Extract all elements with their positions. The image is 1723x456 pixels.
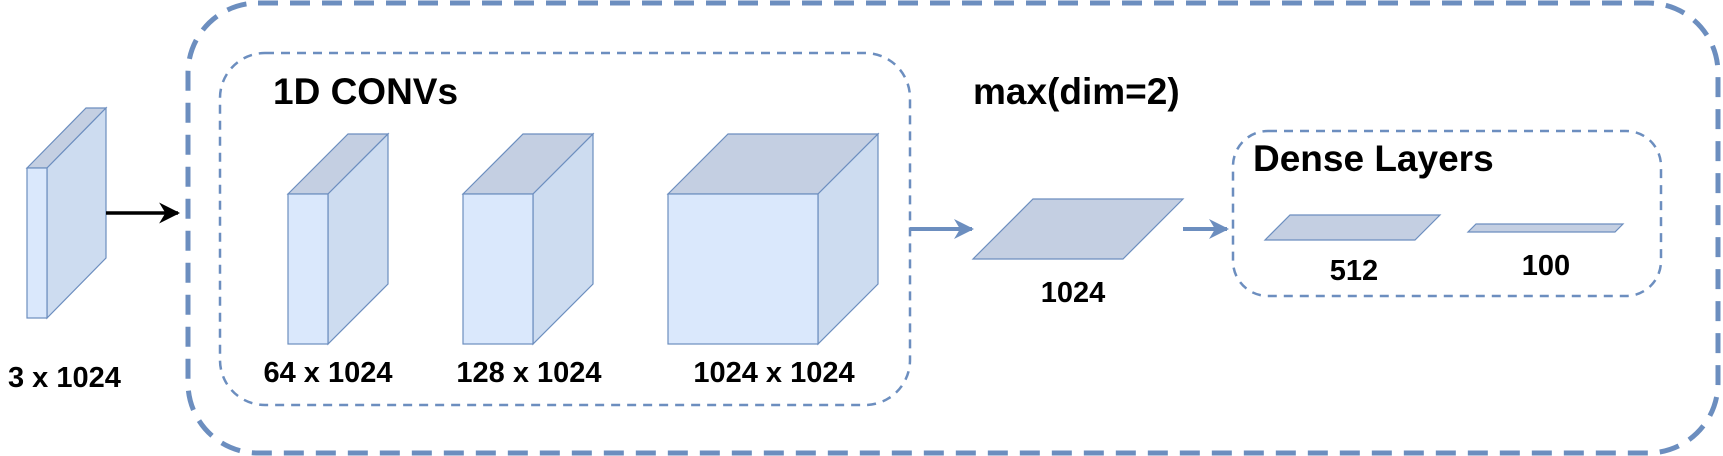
- input-block: [25, 106, 108, 320]
- conv-layer-128-block: [461, 132, 595, 346]
- maxpool-vector-block: [971, 198, 1185, 260]
- convs-title: 1D CONVs: [273, 71, 458, 112]
- dense-title: Dense Layers: [1253, 138, 1494, 179]
- maxpool-title: max(dim=2): [973, 71, 1180, 112]
- dense-container: [1231, 129, 1663, 298]
- conv-layer-1024-block: [666, 132, 880, 346]
- conv-layer-1024-label: 1024 x 1024: [693, 357, 854, 389]
- dense-layer-512-block: [1263, 214, 1442, 241]
- conv-layer-128-label: 128 x 1024: [456, 357, 601, 389]
- dense-layer-512-label: 512: [1330, 255, 1378, 287]
- conv-layer-64-label: 64 x 1024: [263, 357, 392, 389]
- conv-layer-64-block: [286, 132, 390, 346]
- dense-layer-100-label: 100: [1522, 250, 1570, 282]
- dense-layer-100-block: [1466, 223, 1625, 233]
- input-label: 3 x 1024: [8, 362, 121, 394]
- maxpool-label: 1024: [1041, 277, 1106, 309]
